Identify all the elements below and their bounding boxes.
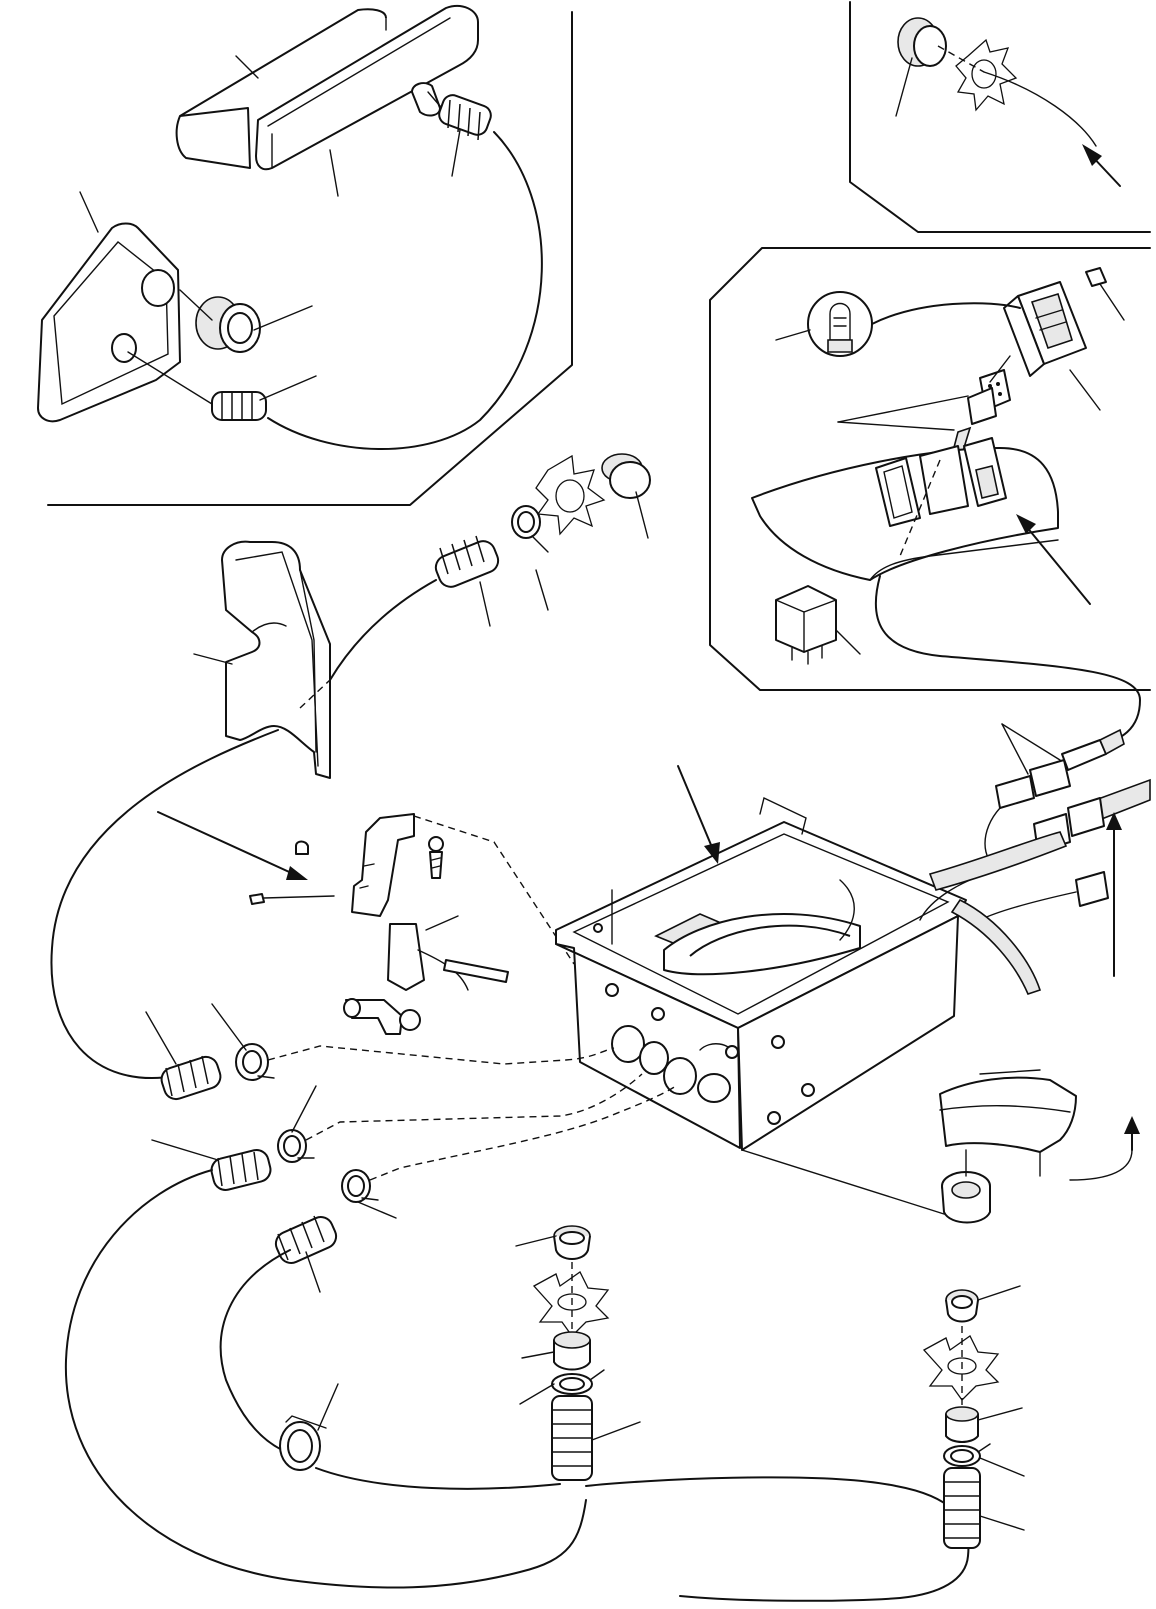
duct-clamp [511,505,549,553]
panel-harness-wire [874,575,1141,747]
rocker-switch [1003,281,1087,377]
lower-hose-1 [160,1043,275,1101]
housing [37,222,181,423]
duct-hose-lines [50,491,649,1079]
callout-arrow-top-right [1082,144,1121,187]
light-body [255,4,479,171]
lower-hose-clamp [279,1383,339,1471]
duct-plate [221,540,331,779]
callout-arrow-floor [1069,1116,1140,1181]
callout-arrow-console [1016,514,1091,605]
wire-harness [919,723,1151,995]
right-inset-frame [709,247,1151,691]
hose [211,94,492,421]
grommet [195,296,261,353]
duct-gasket [535,454,606,536]
floor-cover [939,1069,1077,1177]
duct-hose [434,535,500,588]
top-left-inset-frame [47,11,573,506]
hose-routing-lines [64,1003,970,1602]
lower-hose-2 [210,1129,315,1191]
drain-stack-right [922,1285,1025,1549]
light-lens [175,8,387,169]
lower-hose-3 [274,1169,379,1264]
callout-arrow-bracket [157,811,308,880]
duct-grommet [601,453,651,499]
top-right-lines [895,45,1097,147]
inset-hose-line [127,91,543,450]
drain-grommet-upper [941,1149,991,1224]
drain-stack-center [515,1225,641,1481]
callout-arrow-heater [677,765,720,864]
callout-arrow-harness [1106,812,1122,977]
top-right-inset-frame [849,1,1151,233]
relay [775,585,861,665]
switch-cap [1085,267,1107,287]
top-left-leader-lines [79,55,461,401]
right-inset-wiring [837,283,1125,431]
heater-unit [555,797,967,1151]
top-right-grommet [897,17,947,67]
bulb [775,291,873,357]
top-right-gasket [955,38,1018,112]
console-panel [751,437,1059,581]
bracket [249,813,575,1035]
